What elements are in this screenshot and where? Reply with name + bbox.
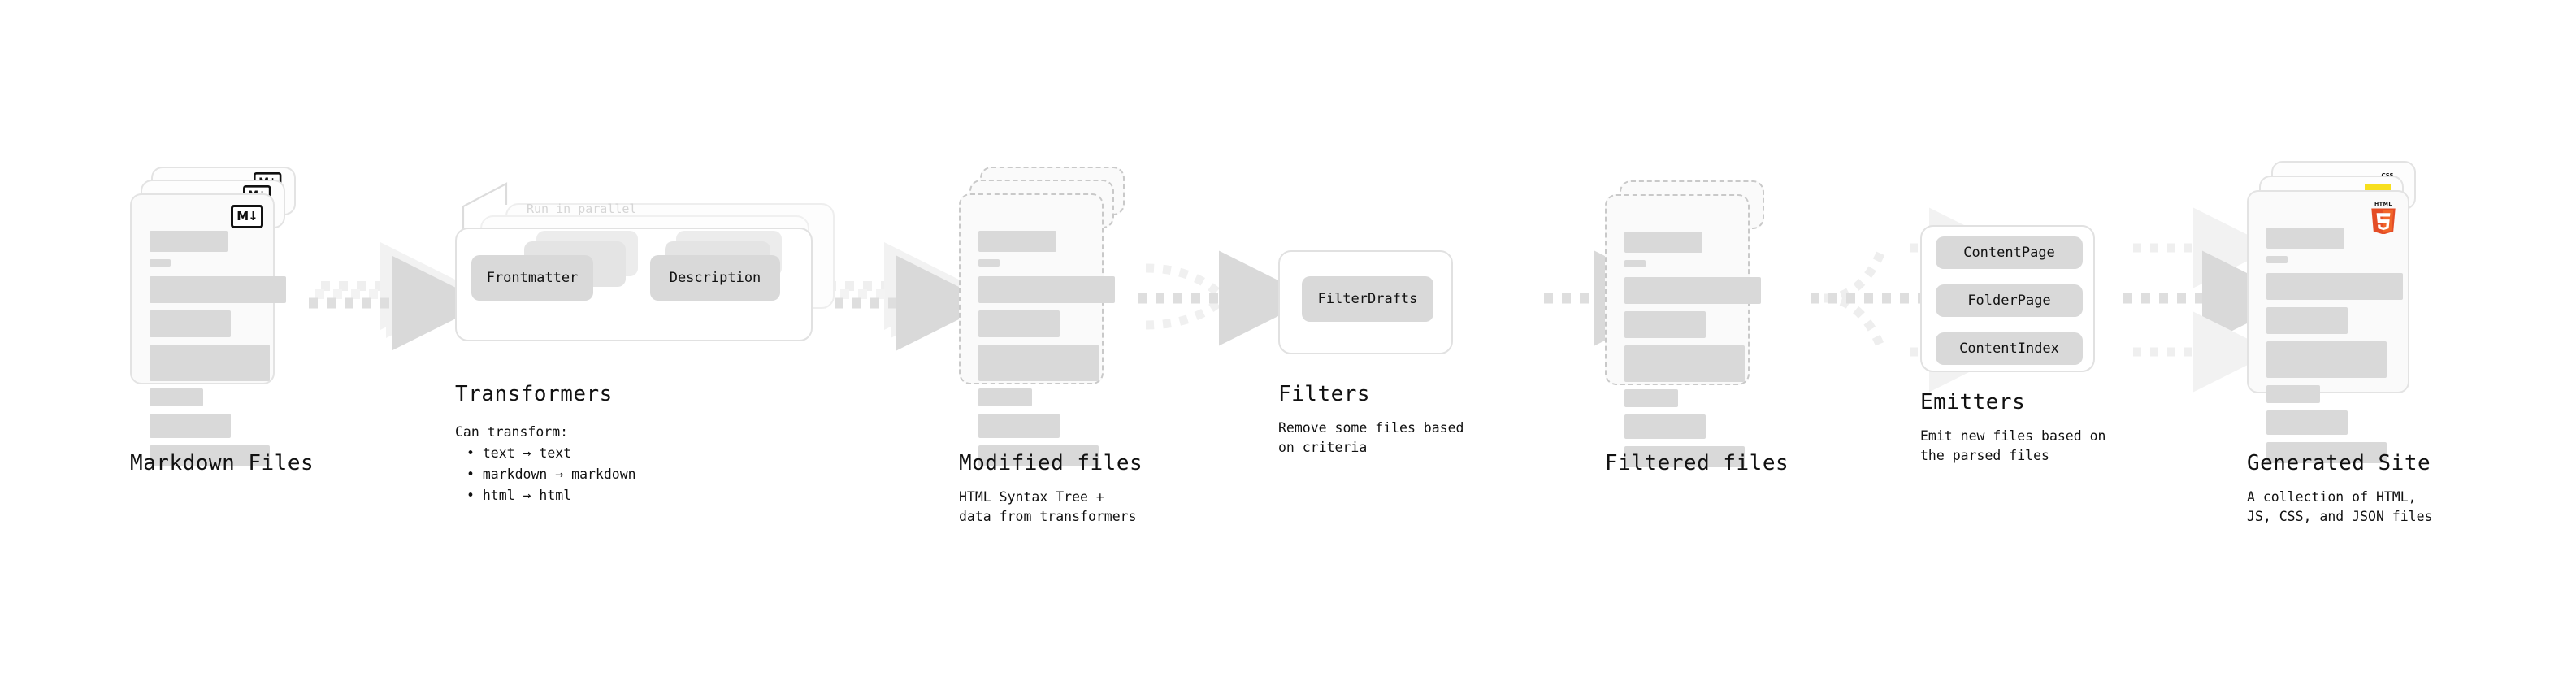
doc-content-bar — [978, 388, 1032, 406]
filtered-doc-content — [1624, 232, 1761, 475]
run-in-parallel-label: Run in parallel — [527, 202, 637, 216]
html5-badge: HTML — [2369, 200, 2398, 235]
generated-site-title: Generated Site — [2247, 451, 2431, 475]
arrow-emitters-to-generated — [2123, 207, 2297, 393]
doc-content-bar — [1624, 345, 1745, 382]
modified-files-caption-2: data from transformers — [959, 509, 1137, 524]
doc-content-bar — [1624, 260, 1646, 267]
doc-content-bar — [1624, 446, 1745, 467]
transformers-caption-head: Can transform: — [455, 424, 569, 440]
doc-content-bar — [2266, 307, 2348, 334]
markdown-badge-front: M↓ — [231, 205, 263, 228]
filter-chip-filterdrafts[interactable]: FilterDrafts — [1302, 276, 1433, 322]
doc-content-bar — [1624, 277, 1761, 304]
emitters-caption-1: Emit new files based on — [1920, 428, 2106, 444]
generated-doc-front: HTML — [2247, 190, 2409, 463]
generated-site-caption-1: A collection of HTML, — [2247, 489, 2417, 505]
doc-content-bar — [2266, 341, 2387, 378]
doc-content-bar — [2266, 442, 2387, 463]
emitter-chip-contentindex[interactable]: ContentIndex — [1936, 332, 2083, 365]
modified-files-caption-1: HTML Syntax Tree + — [959, 489, 1104, 505]
doc-content-bar — [978, 345, 1099, 381]
generated-site-caption-2: JS, CSS, and JSON files — [2247, 509, 2433, 524]
doc-content-bar — [150, 259, 171, 267]
emitters-box: ContentPage FolderPage ContentIndex — [1920, 225, 2095, 372]
transformers-transform-3: • html → html — [466, 488, 572, 503]
generated-doc-content — [2266, 228, 2403, 471]
doc-content-bar — [150, 414, 231, 438]
emitters-caption-2: the parsed files — [1920, 448, 2049, 463]
html5-logo-svg: HTML — [2371, 202, 2396, 235]
doc-content-bar — [1624, 389, 1678, 407]
transformer-chip-description[interactable]: Description — [650, 255, 780, 301]
doc-content-bar — [1624, 414, 1706, 439]
doc-content-bar — [2266, 228, 2344, 249]
filters-title: Filters — [1278, 382, 1371, 406]
transformers-transform-1: • text → text — [466, 445, 572, 461]
filters-box: FilterDrafts — [1278, 250, 1453, 354]
doc-content-bar — [978, 276, 1115, 303]
modified-doc-content — [978, 231, 1115, 474]
doc-content-bar — [2266, 273, 2403, 300]
filters-caption-1: Remove some files based — [1278, 420, 1464, 436]
doc-content-bar — [978, 445, 1099, 466]
doc-content-bar — [150, 231, 228, 252]
modified-doc-front — [959, 193, 1115, 466]
doc-content-bar — [978, 231, 1056, 252]
doc-content-bar — [150, 445, 270, 466]
filtered-doc-front — [1605, 194, 1761, 467]
markdown-doc-front: M↓ — [130, 193, 286, 466]
emitters-title: Emitters — [1920, 390, 2026, 414]
doc-content-bar — [150, 276, 286, 303]
transformers-transform-2: • markdown → markdown — [466, 466, 636, 482]
filtered-files-title: Filtered files — [1605, 451, 1789, 475]
doc-content-bar — [150, 345, 270, 381]
doc-content-bar — [2266, 410, 2348, 435]
transformer-chip-frontmatter[interactable]: Frontmatter — [471, 255, 593, 301]
doc-content-bar — [978, 414, 1060, 438]
parallel-bracket — [462, 182, 508, 244]
doc-content-bar — [978, 259, 1000, 267]
doc-content-bar — [1624, 311, 1706, 338]
svg-text:HTML: HTML — [2374, 202, 2392, 207]
modified-files-title: Modified files — [959, 451, 1143, 475]
doc-content-bar — [978, 310, 1060, 337]
doc-content-bar — [2266, 256, 2288, 263]
emitter-chip-contentpage[interactable]: ContentPage — [1936, 236, 2083, 269]
transformers-title: Transformers — [455, 382, 613, 406]
markdown-doc-content — [150, 231, 286, 474]
doc-content-bar — [2266, 385, 2320, 403]
filters-caption-2: on criteria — [1278, 440, 1368, 455]
doc-content-bar — [1624, 232, 1702, 253]
arrow-modified-to-filters — [1138, 250, 1314, 346]
markdown-files-title: Markdown Files — [130, 451, 314, 475]
doc-content-bar — [150, 310, 231, 337]
arrow-transformers-to-modified — [817, 242, 991, 351]
doc-content-bar — [150, 388, 203, 406]
emitter-chip-folderpage[interactable]: FolderPage — [1936, 284, 2083, 317]
arrow-markdown-to-transformers — [309, 242, 487, 351]
